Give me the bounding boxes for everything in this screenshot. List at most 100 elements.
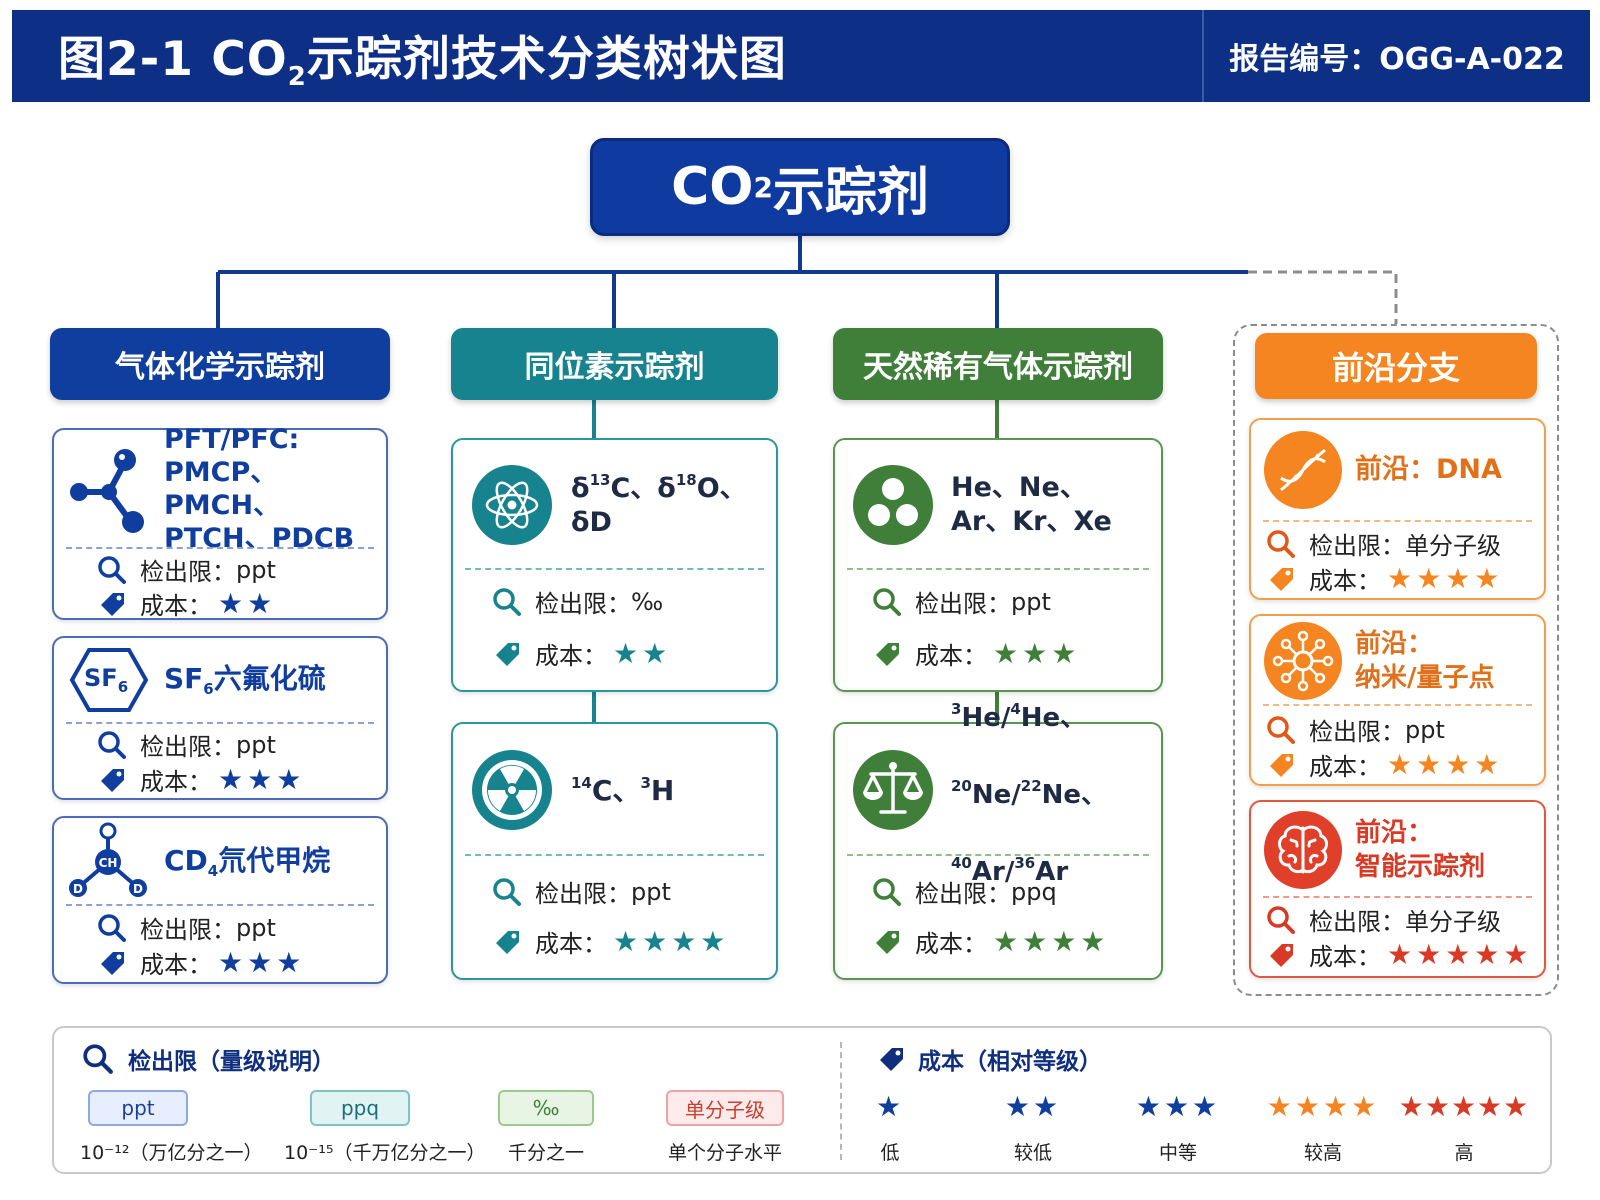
- magnifier-icon: [869, 586, 905, 618]
- legend-stars-low: ★: [875, 1090, 905, 1123]
- card-frontier-smart: 前沿： 智能示踪剂 检出限：单分子级 成本：★★★★★: [1249, 800, 1546, 978]
- magnifier-icon: [94, 729, 130, 761]
- sf6-detect-value: ppt: [236, 730, 276, 759]
- radio-isotope-detect-row: 检出限：ppt: [489, 874, 671, 909]
- pft-detect-row: 检出限：ppt: [94, 552, 276, 587]
- legend-desc-permil: 千分之一: [508, 1142, 585, 1164]
- magnifier-icon: [869, 876, 905, 908]
- dna-cost-stars: ★★★★: [1387, 562, 1504, 595]
- atoms-cluster-icon: [835, 440, 951, 570]
- legend-label-low: 低: [880, 1142, 900, 1164]
- noble-gases-cost-stars: ★★★: [993, 637, 1081, 670]
- magnifier-icon: [1263, 714, 1299, 746]
- price-tag-icon: [869, 638, 905, 670]
- radio-isotope-detect-value: ppt: [631, 877, 671, 906]
- price-tag-icon: [489, 926, 525, 958]
- noble-ratios-detect-row: 检出限：ppq: [869, 874, 1057, 909]
- nano-cost-row: 成本：★★★★: [1263, 747, 1503, 782]
- sf6-cost-stars: ★★★: [218, 763, 306, 796]
- category-noble-gas: 天然稀有气体示踪剂: [833, 328, 1163, 400]
- price-tag-icon: [869, 926, 905, 958]
- atom-icon: [453, 440, 571, 570]
- legend-detect-title: 检出限（量级说明）: [82, 1042, 335, 1076]
- smart-detect-value: 单分子级: [1405, 908, 1501, 936]
- dna-detect-row: 检出限：单分子级: [1263, 526, 1501, 561]
- magnifier-icon: [489, 876, 525, 908]
- header-divider: [1202, 10, 1204, 102]
- card-frontier-nano: 前沿： 纳米/量子点 检出限：ppt 成本：★★★★: [1249, 614, 1546, 786]
- legend-desc-ppt: 10⁻¹²（万亿分之一）: [80, 1142, 263, 1164]
- smart-detect-row: 检出限：单分子级: [1263, 902, 1501, 937]
- card-pft-name: PFT/PFC: PMCP、PMCH、 PTCH、PDCB: [164, 424, 355, 554]
- price-tag-icon: [94, 764, 130, 796]
- methane-molecule-icon: CH D D: [54, 818, 164, 906]
- magnifier-icon: [1263, 528, 1299, 560]
- legend-desc-single-molecule: 单个分子水平: [668, 1142, 783, 1164]
- magnifier-icon: [489, 586, 525, 618]
- pft-detect-value: ppt: [236, 555, 276, 584]
- magnifier-icon: [82, 1043, 114, 1075]
- smart-cost-row: 成本：★★★★★: [1263, 937, 1533, 972]
- cd4-detect-row: 检出限：ppt: [94, 910, 276, 945]
- legend-label-higher: 较高: [1303, 1142, 1342, 1164]
- noble-ratios-detect-value: ppq: [1011, 877, 1057, 906]
- header-bar: 图2-1 CO2示踪剂技术分类树状图 报告编号：OGG-A-022: [12, 10, 1590, 102]
- card-sf6: SF6 SF6六氟化硫 检出限：ppt 成本：★★★: [52, 636, 388, 800]
- magnifier-icon: [94, 554, 130, 586]
- card-frontier-nano-name: 前沿： 纳米/量子点: [1355, 629, 1495, 693]
- legend-stars-higher: ★★★★: [1266, 1090, 1380, 1123]
- legend-label-medium: 中等: [1158, 1142, 1197, 1164]
- price-tag-icon: [876, 1044, 906, 1074]
- card-pft: PFT/PFC: PMCP、PMCH、 PTCH、PDCB 检出限：ppt 成本…: [52, 424, 388, 620]
- sf6-cost-row: 成本：★★★: [94, 762, 305, 797]
- price-tag-icon: [94, 947, 130, 979]
- card-sf6-name: SF6六氟化硫: [164, 662, 326, 699]
- legend-divider: [840, 1042, 842, 1160]
- balance-scale-icon: [835, 724, 951, 856]
- sf6-detect-row: 检出限：ppt: [94, 727, 276, 762]
- stable-isotope-cost-row: 成本：★★: [489, 636, 671, 671]
- noble-ratios-cost-row: 成本：★★★★: [869, 924, 1109, 959]
- radio-isotope-cost-stars: ★★★★: [613, 925, 730, 958]
- dna-icon: [1251, 420, 1355, 520]
- stable-isotope-cost-stars: ★★: [613, 637, 672, 670]
- card-noble-gases-name: He、Ne、 Ar、Kr、Xe: [951, 472, 1112, 537]
- dna-detect-value: 单分子级: [1405, 532, 1501, 560]
- noble-gases-cost-row: 成本：★★★: [869, 636, 1080, 671]
- card-noble-gases: He、Ne、 Ar、Kr、Xe 检出限：ppt 成本：★★★: [833, 438, 1163, 692]
- card-noble-ratios-name: 3He/4He、 20Ne/22Ne、 40Ar/36Ar: [951, 699, 1108, 887]
- molecule-branch-icon: [54, 430, 164, 548]
- dna-cost-row: 成本：★★★★: [1263, 561, 1503, 596]
- legend-label-lower: 较低: [1013, 1142, 1052, 1164]
- category-gas-chemical: 气体化学示踪剂: [50, 328, 390, 400]
- legend-stars-lower: ★★: [1004, 1090, 1062, 1123]
- hexagon-sf6-icon: SF6: [54, 638, 164, 722]
- cd4-cost-row: 成本：★★★: [94, 945, 305, 980]
- noble-gases-detect-value: ppt: [1011, 587, 1051, 616]
- card-frontier-dna-name: 前沿：DNA: [1355, 454, 1502, 486]
- legend-cost-title: 成本（相对等级）: [876, 1042, 1102, 1076]
- svg-text:D: D: [73, 882, 83, 896]
- nano-detect-value: ppt: [1405, 715, 1445, 744]
- price-tag-icon: [1263, 563, 1299, 595]
- category-frontier: 前沿分支: [1255, 333, 1537, 399]
- card-radio-isotope: 14C、3H 检出限：ppt 成本：★★★★: [451, 722, 778, 980]
- price-tag-icon: [1263, 749, 1299, 781]
- svg-text:CH: CH: [99, 856, 118, 870]
- magnifier-icon: [94, 912, 130, 944]
- pft-cost-stars: ★★: [218, 587, 277, 620]
- report-number: 报告编号：OGG-A-022: [1229, 42, 1565, 77]
- price-tag-icon: [1263, 939, 1299, 971]
- category-isotope: 同位素示踪剂: [451, 328, 778, 400]
- radiation-icon: [453, 724, 571, 856]
- nanoparticle-icon: [1251, 616, 1355, 706]
- figure-title: 图2-1 CO2示踪剂技术分类树状图: [58, 32, 787, 92]
- legend-pill-single-molecule: 单分子级: [666, 1090, 784, 1126]
- smart-cost-stars: ★★★★★: [1387, 938, 1533, 971]
- card-noble-ratios: 3He/4He、 20Ne/22Ne、 40Ar/36Ar 检出限：ppq 成本…: [833, 700, 1163, 980]
- legend-pill-ppq: ppq: [310, 1090, 410, 1126]
- noble-ratios-cost-stars: ★★★★: [993, 925, 1110, 958]
- stable-isotope-detect-row: 检出限：‰: [489, 584, 663, 619]
- branch-frontier-dashed: [1248, 270, 1398, 324]
